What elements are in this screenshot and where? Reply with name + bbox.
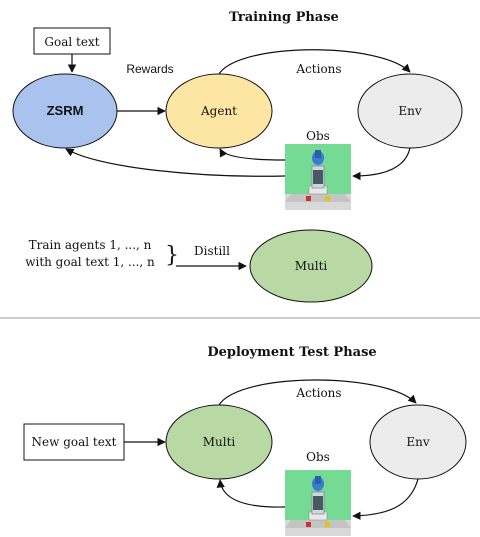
actions-arrow <box>218 49 411 75</box>
obs-label-deployment: Obs <box>306 450 330 464</box>
multi-label-deployment: Multi <box>203 435 236 449</box>
goal-text-box <box>33 27 111 55</box>
new-goal-text-label: New goal text <box>32 435 117 449</box>
actions-label-deployment: Actions <box>295 386 341 400</box>
multi-label-training: Multi <box>295 259 328 273</box>
obs-to-agent-arrow <box>219 148 286 161</box>
env-label-deployment: Env <box>406 435 429 449</box>
env-label: Env <box>398 104 421 118</box>
robot-arm-simulation-icon-deployment <box>284 469 352 537</box>
env-to-obs-arrow-deployment <box>352 478 419 520</box>
brace-icon: } <box>165 243 179 268</box>
actions-arrow-deployment <box>218 379 417 406</box>
zsrm-label: ZSRM <box>47 103 84 118</box>
distill-label: Distill <box>194 244 230 258</box>
rewards-label: Rewards <box>126 62 173 76</box>
multi-node-training <box>249 229 373 303</box>
training-phase-title: Training Phase <box>229 10 339 25</box>
robot-arm-simulation-icon <box>284 143 352 211</box>
obs-to-multi-arrow-deployment <box>216 479 286 508</box>
env-to-obs-arrow <box>352 147 411 181</box>
train-agents-line2: with goal text 1, ..., n <box>25 255 155 269</box>
new-goal-text-box <box>23 423 125 461</box>
agent-label: Agent <box>200 104 237 118</box>
deployment-phase-title: Deployment Test Phase <box>207 345 376 360</box>
train-agents-line1: Train agents 1, ..., n <box>29 238 152 252</box>
actions-label: Actions <box>295 62 341 76</box>
goal-text-label: Goal text <box>44 35 99 49</box>
obs-label: Obs <box>306 129 330 143</box>
obs-to-zsrm-arrow <box>65 148 286 177</box>
